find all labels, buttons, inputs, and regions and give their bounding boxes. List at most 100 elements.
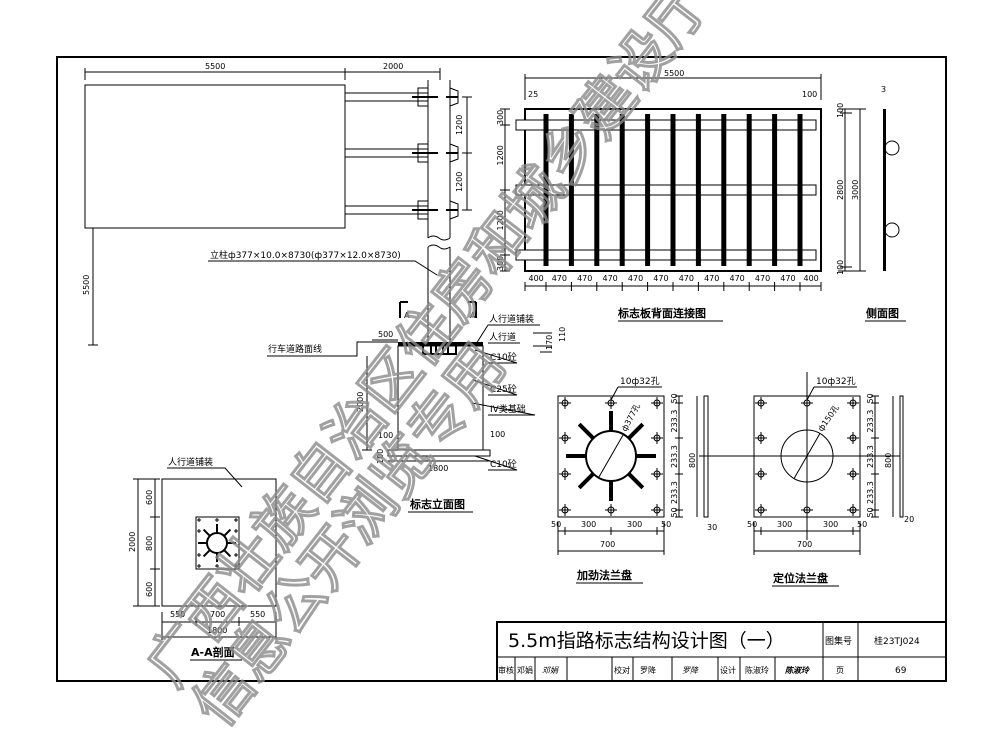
bolt-hole-cross [755, 504, 767, 516]
aa-bolt [234, 553, 238, 557]
drawing-title: 5.5m指路标志结构设计图（一） [508, 630, 785, 652]
aa-caption: A-A剖面 [191, 645, 235, 659]
flange-v-dim: 233.3 [670, 481, 679, 504]
flange-v-dim: 233.3 [866, 481, 875, 504]
designer-signature: 陈淑玲 [785, 666, 811, 675]
vertical-stiffener-bar [670, 114, 676, 266]
flange1-holes: 10ф32孔 [620, 376, 660, 387]
horizontal-beam [515, 119, 817, 131]
back-bottom-dim: 470 [755, 274, 770, 283]
bolt-hole-cross [847, 468, 859, 480]
flange-v-dim: 233.3 [670, 445, 679, 468]
aa-dim-width: 1800 [207, 626, 227, 635]
atlas-label: 图集号 [825, 635, 852, 647]
bolt-hole-cross [559, 468, 571, 480]
back-bottom-dim: 470 [628, 274, 643, 283]
aa-bolt [197, 518, 201, 522]
bolt-hole-cross [755, 432, 767, 444]
flange2-caption: 定位法兰盘 [773, 571, 828, 585]
aa-bolt [234, 564, 238, 568]
flange-h-dim: 300 [823, 520, 838, 529]
bolt-hole-cross [605, 397, 617, 409]
flange-v-dim: 233.3 [670, 410, 679, 433]
leader-line [471, 402, 536, 416]
title-block-frame [496, 621, 947, 682]
stiffener-rib [627, 472, 645, 490]
bolt-hole-cross [847, 504, 859, 516]
flange2-holes: 10ф32孔 [816, 376, 856, 387]
dim-line [362, 356, 372, 451]
aa-bolt [215, 518, 219, 522]
bolt-hole-cross [847, 432, 859, 444]
check-label: 校对 [614, 665, 630, 675]
reviewer-name: 邓娟 [517, 665, 533, 675]
title-block-grid [514, 657, 776, 681]
flange-h-dim: 50 [747, 520, 757, 529]
dim-line [533, 332, 552, 353]
checker-name: 罗降 [640, 665, 656, 675]
bolt-hole-cross [605, 504, 617, 516]
leader-line [167, 467, 243, 488]
review-label: 审核 [498, 665, 514, 675]
aa-hdim-3: 550 [250, 610, 265, 619]
label-c10-top: C10砼 [490, 351, 517, 363]
flange1-dim-thickness: 30 [707, 523, 717, 532]
back-dim-width: 5500 [664, 69, 684, 78]
label-c10-bottom: C10砼 [490, 458, 517, 470]
leader-line [475, 324, 540, 345]
side-dim-thickness: 3 [881, 85, 886, 94]
vertical-stiffener-bar [594, 114, 600, 266]
vertical-stiffener-bar [797, 114, 803, 266]
checker-signature: 罗降 [682, 666, 699, 675]
aa-foundation-outline [161, 478, 277, 607]
back-bottom-dim: 400 [804, 274, 819, 283]
flange2-dim-height: 800 [884, 453, 893, 468]
vertical-stiffener-bar [568, 114, 574, 266]
pole [427, 80, 451, 345]
flange-v-dim: 50 [670, 507, 679, 517]
pole-break-mark [427, 235, 451, 250]
dim-500: 500 [378, 330, 393, 339]
flange1-dim-height: 800 [688, 453, 697, 468]
dim-line [462, 96, 472, 211]
back-right-dim-top: 100 [836, 103, 845, 118]
dim-line [88, 227, 98, 346]
pole-label: 立柱ф377×10.0×8730(ф377×12.0×8730) [210, 249, 401, 261]
watermark: 广西壮族自治区住房和城乡建设厅 信息公开浏览专用 [131, 0, 723, 737]
dim-arm-length: 2000 [383, 62, 403, 71]
back-left-dim: 300 [496, 256, 505, 271]
aa-stiffener-rib [202, 549, 211, 558]
back-right-dim-mid: 2800 [836, 180, 845, 200]
aa-stiffener-rib [223, 528, 232, 537]
dim-line [133, 478, 160, 607]
vertical-stiffener-bar [645, 114, 651, 266]
design-label: 设计 [720, 665, 736, 675]
dim-line [84, 68, 441, 80]
back-dim-25: 25 [528, 90, 538, 99]
stiffener-rib [577, 472, 595, 490]
title-block-grid [497, 622, 946, 681]
flange-plate [557, 395, 665, 518]
stiffener-rib [577, 422, 595, 440]
bolt-hole-cross [801, 397, 813, 409]
dim-height: 5500 [82, 275, 91, 295]
flange-h-dim: 50 [551, 520, 561, 529]
back-bottom-dim: 470 [704, 274, 719, 283]
aa-vdim-3: 600 [145, 582, 154, 597]
back-dim-height: 3000 [851, 180, 860, 200]
back-dim-100: 100 [802, 90, 817, 99]
dim-line [161, 612, 277, 640]
aa-stiffener-rib [202, 528, 211, 537]
section-mark-left: A [404, 311, 410, 320]
flange-h-dim: 50 [661, 520, 671, 529]
dim-line [838, 108, 866, 272]
back-bottom-dim: 400 [529, 274, 544, 283]
flange-v-dim: 50 [866, 507, 875, 517]
bolt-hole-cross [755, 397, 767, 409]
aa-hdim-1: 550 [170, 610, 185, 619]
cantilever-arm [345, 205, 428, 215]
back-bottom-dim: 470 [780, 274, 795, 283]
flange2-center-hole: ф150孔 [816, 403, 841, 433]
vertical-stiffener-bar [746, 114, 752, 266]
